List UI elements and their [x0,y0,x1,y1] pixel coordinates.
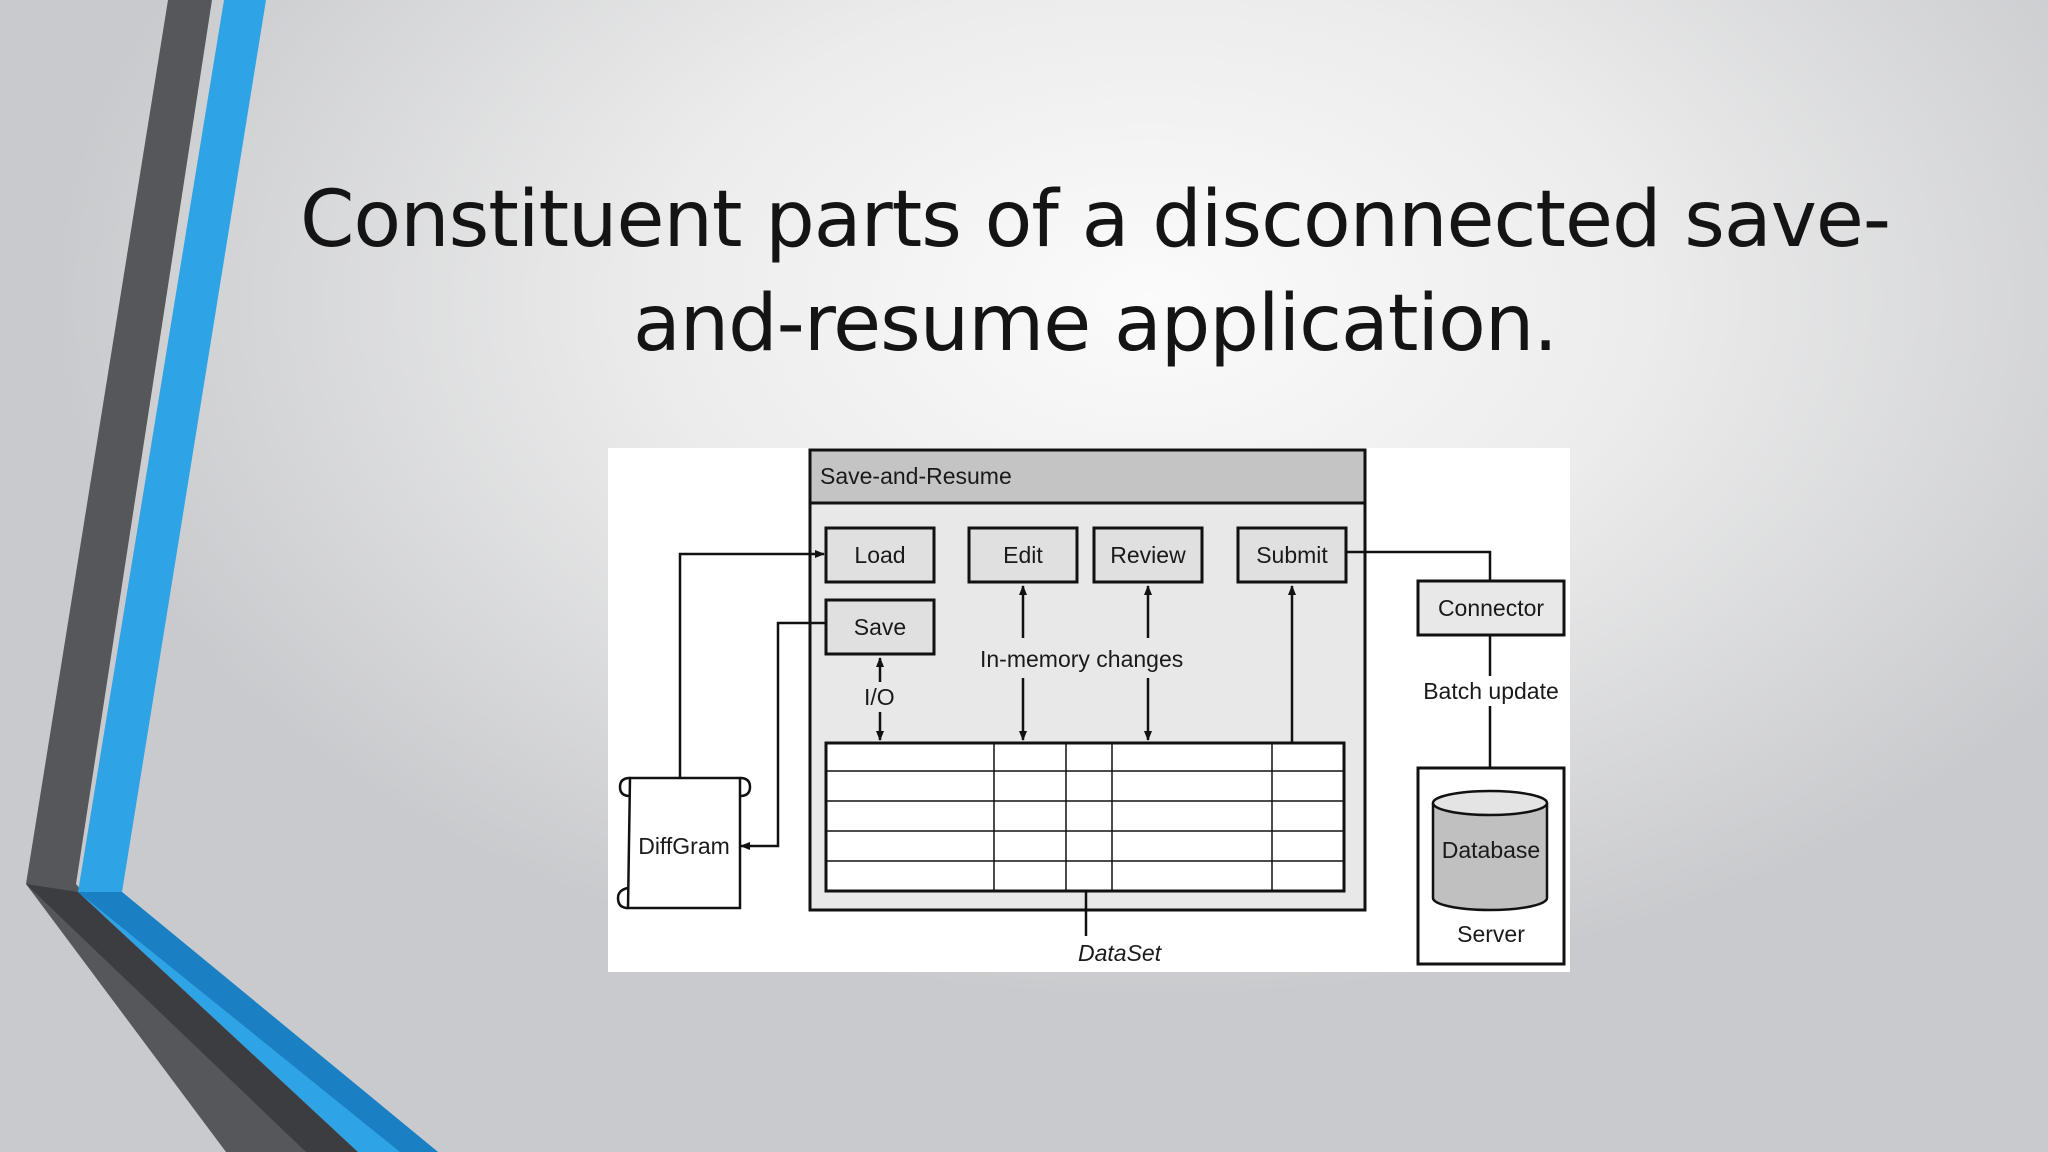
diffgram-label: DiffGram [638,832,730,859]
edit-label: Edit [1003,541,1043,568]
save-and-resume-diagram: Save-and-Resume Load Edit Review Submit … [608,448,1570,972]
save-label: Save [853,613,907,640]
save-box [824,598,936,656]
dataset-grid [826,743,1344,891]
submit-box [1236,526,1348,584]
container-header [808,448,1367,505]
dark-stripe [26,0,306,1152]
connector-box [1416,579,1566,637]
dataset-label: DataSet [1078,940,1162,966]
slide-title: Constituent parts of a disconnected save… [299,175,1891,369]
save-to-diffgram-arrow [740,621,826,850]
io-label: I/O [864,684,895,710]
load-box [824,526,936,584]
review-label: Review [1110,541,1186,568]
load-label: Load [854,541,906,568]
review-box [1092,526,1204,584]
diffgram-scroll [626,776,742,910]
edit-box [967,526,1079,584]
container-title: Save-and-Resume [820,463,1012,489]
dark-lower-stripe [26,884,358,1152]
diffgram-to-load-arrow [678,550,825,778]
connector-label: Connector [1437,594,1545,621]
blue-stripe [78,0,438,1152]
in-memory-changes-label: In-memory changes [980,646,1184,672]
database-cylinder [1431,803,1549,912]
server-label: Server [1457,920,1525,947]
diffgram-scroll-top-curl [618,776,752,798]
batch-update-label: Batch update [1423,677,1559,704]
submit-label: Submit [1256,541,1328,568]
blue-lower-stripe [78,892,438,1152]
dataset-table [824,741,1346,893]
database-label: Database [1441,836,1541,863]
submit-to-connector-line [1346,550,1492,581]
database-top [1431,789,1549,817]
diffgram-scroll-bottom-curl [616,886,629,910]
